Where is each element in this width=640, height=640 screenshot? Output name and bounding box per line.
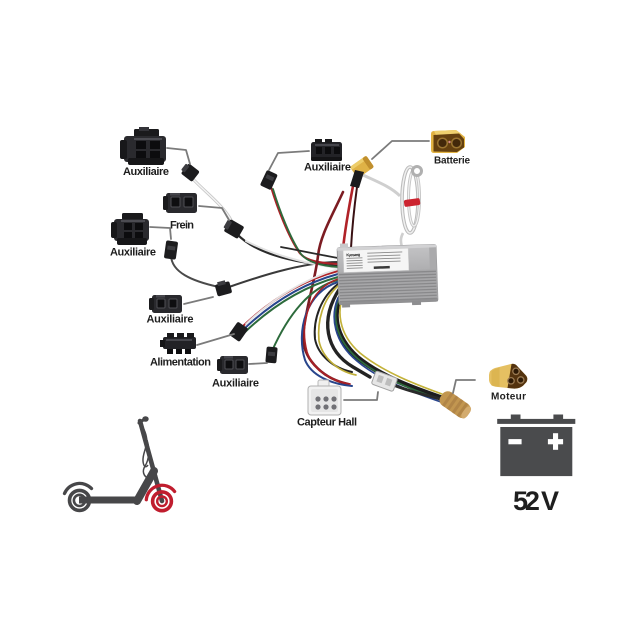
svg-text:Kyesang: Kyesang [346, 252, 361, 258]
svg-text:Auxiliaire: Auxiliaire [123, 166, 169, 178]
svg-text:Alimentation: Alimentation [150, 357, 211, 369]
svg-text:Auxiliaire: Auxiliaire [110, 247, 156, 259]
svg-text:Auxiliaire: Auxiliaire [304, 162, 351, 174]
svg-text:Auxiliaire: Auxiliaire [147, 314, 194, 326]
svg-text:Frein: Frein [170, 220, 194, 232]
svg-text:52 V: 52 V [513, 486, 559, 516]
svg-text:Batterie: Batterie [434, 156, 470, 167]
svg-text:Auxiliaire: Auxiliaire [212, 378, 259, 390]
svg-text:Moteur: Moteur [491, 392, 526, 403]
svg-text:Capteur Hall: Capteur Hall [297, 417, 357, 429]
